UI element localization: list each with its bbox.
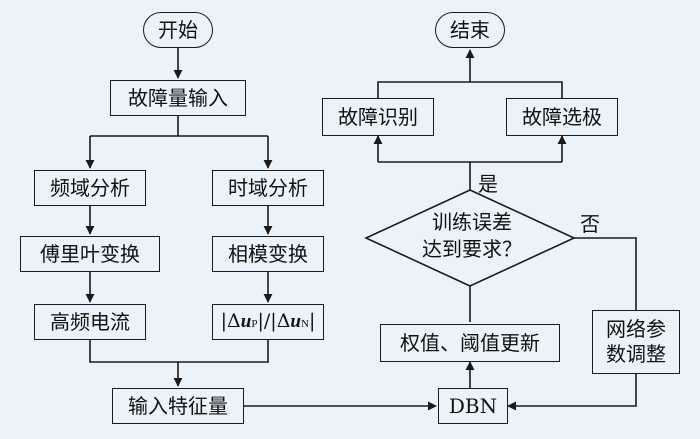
hf-current-box: 高频电流: [34, 304, 146, 340]
line-merge: [89, 340, 269, 363]
decision-line1: 训练误差: [432, 210, 512, 234]
freq-analysis-box: 频域分析: [34, 170, 146, 206]
fault-select-box: 故障选极: [506, 98, 618, 136]
time-analysis-box: 时域分析: [212, 170, 324, 206]
dbn-box: DBN: [438, 388, 508, 424]
fault-input-label: 故障量输入: [128, 85, 228, 110]
line-yes-branch: [378, 161, 562, 190]
fault-input-box: 故障量输入: [110, 80, 246, 116]
decision-line2: 达到要求？: [422, 237, 522, 261]
phase-mode-label: 相模变换: [228, 241, 308, 266]
fault-select-label: 故障选极: [522, 104, 602, 129]
fourier-label: 傅里叶变换: [40, 241, 140, 266]
feature-input-box: 输入特征量: [112, 388, 244, 424]
fault-identify-box: 故障识别: [322, 98, 434, 136]
decision-text: 训练误差 达到要求？: [372, 204, 572, 268]
decision-diamond: [364, 189, 576, 287]
arrow-adjust-to-dbn: [507, 374, 637, 411]
yes-label: 是: [478, 172, 498, 196]
weight-update-label: 权值、阈值更新: [400, 330, 540, 355]
line-results-join: [377, 81, 563, 98]
net-adjust-box: 网络参 数调整: [592, 310, 680, 374]
weight-update-box: 权值、阈值更新: [380, 324, 560, 362]
fourier-box: 傅里叶变换: [20, 236, 160, 272]
net-adjust-line2: 数调整: [606, 342, 666, 366]
end-label: 结束: [450, 17, 490, 42]
feature-input-label: 输入特征量: [128, 393, 228, 418]
fault-identify-label: 故障识别: [338, 104, 418, 129]
freq-analysis-label: 频域分析: [50, 175, 130, 200]
net-adjust-line1: 网络参: [606, 317, 666, 341]
line-input-split: [90, 116, 268, 137]
start-label: 开始: [158, 17, 198, 42]
hf-current-label: 高频电流: [50, 309, 130, 334]
line-no-branch: [574, 237, 637, 310]
phase-mode-box: 相模变换: [212, 236, 324, 272]
end-node: 结束: [435, 12, 505, 48]
no-label: 否: [580, 212, 600, 236]
time-analysis-label: 时域分析: [228, 175, 308, 200]
dbn-label: DBN: [448, 393, 498, 418]
start-node: 开始: [143, 12, 213, 48]
